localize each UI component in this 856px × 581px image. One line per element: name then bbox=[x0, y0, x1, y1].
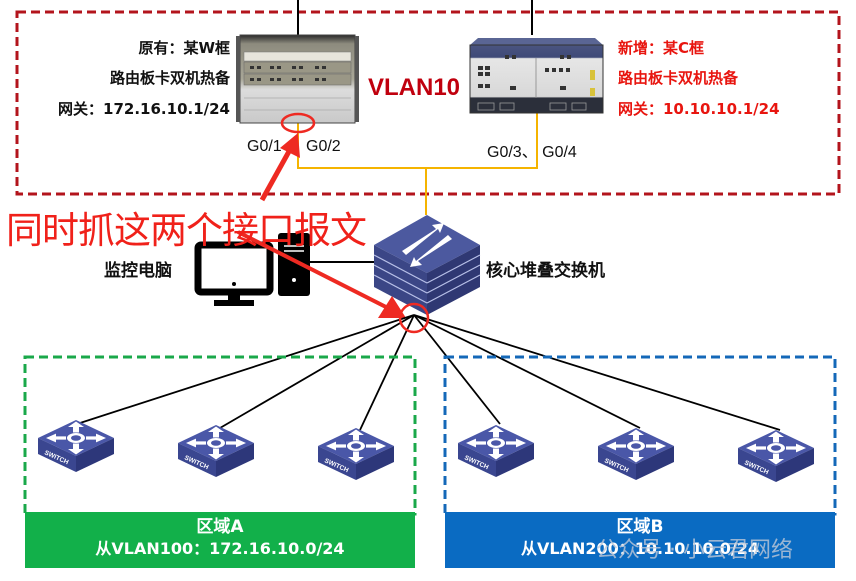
monitor-pc-label: 监控电脑 bbox=[104, 261, 172, 281]
zone-a-switch-1-icon bbox=[36, 418, 116, 474]
zone-b-switch-1-icon bbox=[456, 423, 536, 479]
monitor-pc-icon bbox=[194, 233, 310, 306]
zone-a-switch-2-icon bbox=[176, 423, 256, 479]
capture-port-highlight-router bbox=[280, 112, 316, 134]
port-g0-3-g0-4-label: G0/3、 G0/4 bbox=[487, 144, 577, 161]
zone-b-switch-3-icon bbox=[736, 428, 816, 484]
watermark: 公众号 · 小云君网络 bbox=[596, 538, 793, 563]
core-stack-switch-icon bbox=[373, 215, 481, 315]
zone-b-bar: 区域B 从VLAN200：10.10.10.0/24 bbox=[445, 512, 835, 568]
new-router-label-line1: 新增：某C框 bbox=[618, 39, 705, 57]
arrow-to-router-port-icon bbox=[259, 133, 300, 202]
vlan10-region-border bbox=[15, 10, 841, 196]
vlan10-label: VLAN10 bbox=[368, 74, 461, 101]
new-router-gateway: 网关：10.10.10.1/24 bbox=[618, 100, 780, 118]
zone-a-name: 区域A bbox=[196, 517, 244, 537]
new-c-chassis-router bbox=[469, 38, 604, 114]
old-router-label-line1: 原有：某W框 bbox=[138, 39, 230, 57]
zone-a-bar: 区域A 从VLAN100：172.16.10.0/24 bbox=[25, 512, 415, 568]
old-router-gateway: 网关：172.16.10.1/24 bbox=[58, 100, 230, 118]
access-links bbox=[79, 314, 781, 431]
old-w-chassis-router bbox=[236, 34, 359, 124]
zone-b-name: 区域B bbox=[616, 517, 664, 537]
port-g0-1-label: G0/1 bbox=[247, 138, 282, 155]
arrow-to-core-port-icon bbox=[237, 230, 406, 318]
old-router-label-line2: 路由板卡双机热备 bbox=[109, 69, 230, 87]
port-g0-2-label: G0/2 bbox=[306, 138, 341, 155]
new-router-label-line2: 路由板卡双机热备 bbox=[618, 69, 739, 87]
capture-annotation: 同时抓这两个接口报文 bbox=[6, 209, 367, 252]
capture-port-highlight-core bbox=[398, 302, 430, 334]
zone-b-subnet: 从VLAN200：10.10.10.0/24 bbox=[520, 539, 760, 558]
zone-a-switch-3-icon bbox=[316, 426, 396, 482]
core-switch-label: 核心堆叠交换机 bbox=[486, 261, 605, 281]
zone-b-switch-2-icon bbox=[596, 426, 676, 482]
zone-a-subnet: 从VLAN100：172.16.10.0/24 bbox=[95, 539, 345, 558]
